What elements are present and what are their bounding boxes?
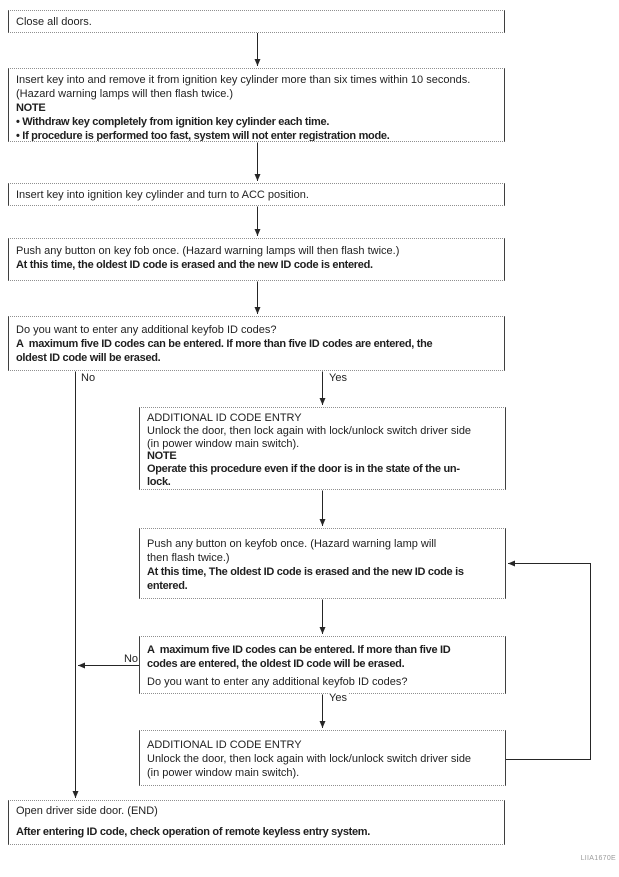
- flow-text-line: (in power window main switch).: [147, 437, 300, 450]
- flow-text-line: Do you want to enter any additional keyf…: [147, 676, 408, 688]
- note-heading: NOTE: [147, 450, 177, 463]
- box-insert-remove-key: Insert key into and remove it from ignit…: [8, 68, 505, 142]
- box-push-keyfob-button: Push any button on key fob once. (Hazard…: [8, 238, 505, 281]
- branch-label-yes-loop: Yes: [328, 692, 348, 704]
- flow-text-line: At this time, the oldest ID code is eras…: [16, 259, 373, 271]
- flow-text-line: (in power window main switch).: [147, 767, 300, 779]
- feedback-line-box9-to-box7: [505, 560, 591, 760]
- flow-text-line: Unlock the door, then lock again with lo…: [147, 753, 472, 765]
- box-push-keyfob-button-2: Push any button on keyfob once. (Hazard …: [139, 528, 506, 599]
- flow-text-line: Operate this procedure even if the door …: [147, 463, 460, 476]
- box-max-five-codes-question: A maximum five ID codes can be entered. …: [139, 636, 506, 694]
- note-bullet: • If procedure is performed too fast, sy…: [16, 130, 390, 142]
- flow-text-line: entered.: [147, 580, 188, 592]
- figure-code: LIIA1670E: [580, 855, 616, 862]
- note-heading: NOTE: [16, 102, 46, 114]
- flow-text-line: Push any button on keyfob once. (Hazard …: [147, 538, 437, 550]
- flow-text-line: A maximum five ID codes can be entered. …: [147, 644, 451, 656]
- box-additional-id-code-entry-2: ADDITIONAL ID CODE ENTRY Unlock the door…: [139, 730, 506, 786]
- branch-label-no: No: [80, 372, 97, 384]
- flow-text-line: Insert key into ignition key cylinder an…: [16, 189, 309, 201]
- flow-text-line: oldest ID code will be erased.: [16, 352, 161, 364]
- flow-text-line: codes are entered, the oldest ID code wi…: [147, 658, 405, 670]
- flow-text-line: Do you want to enter any additional keyf…: [16, 324, 277, 336]
- flow-text-line: A maximum five ID codes can be entered. …: [16, 338, 433, 350]
- flow-text-line: Insert key into and remove it from ignit…: [16, 74, 471, 86]
- box-close-all-doors: Close all doors.: [8, 10, 505, 33]
- flow-text-line: Close all doors.: [16, 16, 92, 28]
- flow-text-line: lock.: [147, 475, 171, 488]
- flow-text-line: ADDITIONAL ID CODE ENTRY: [147, 739, 302, 751]
- flow-text-line: (Hazard warning lamps will then flash tw…: [16, 88, 234, 100]
- branch-label-yes: Yes: [328, 372, 348, 384]
- flow-text-line: After entering ID code, check operation …: [16, 826, 371, 838]
- box-additional-id-code-entry-1: ADDITIONAL ID CODE ENTRY Unlock the door…: [139, 407, 506, 490]
- flow-text-line: Unlock the door, then lock again with lo…: [147, 424, 472, 437]
- box-open-door-end: Open driver side door. (END) After enter…: [8, 800, 505, 845]
- flow-text-line: ADDITIONAL ID CODE ENTRY: [147, 412, 302, 424]
- box-additional-codes-question: Do you want to enter any additional keyf…: [8, 316, 505, 371]
- note-bullet: • Withdraw key completely from ignition …: [16, 116, 330, 128]
- flow-text-line: Push any button on key fob once. (Hazard…: [16, 245, 400, 257]
- flow-text-line: At this time, The oldest ID code is eras…: [147, 566, 464, 578]
- box-turn-to-acc: Insert key into ignition key cylinder an…: [8, 183, 505, 206]
- flow-text-line: then flash twice.): [147, 552, 230, 564]
- branch-label-no-loop: No: [107, 653, 139, 665]
- flow-text-line: Open driver side door. (END): [16, 805, 158, 817]
